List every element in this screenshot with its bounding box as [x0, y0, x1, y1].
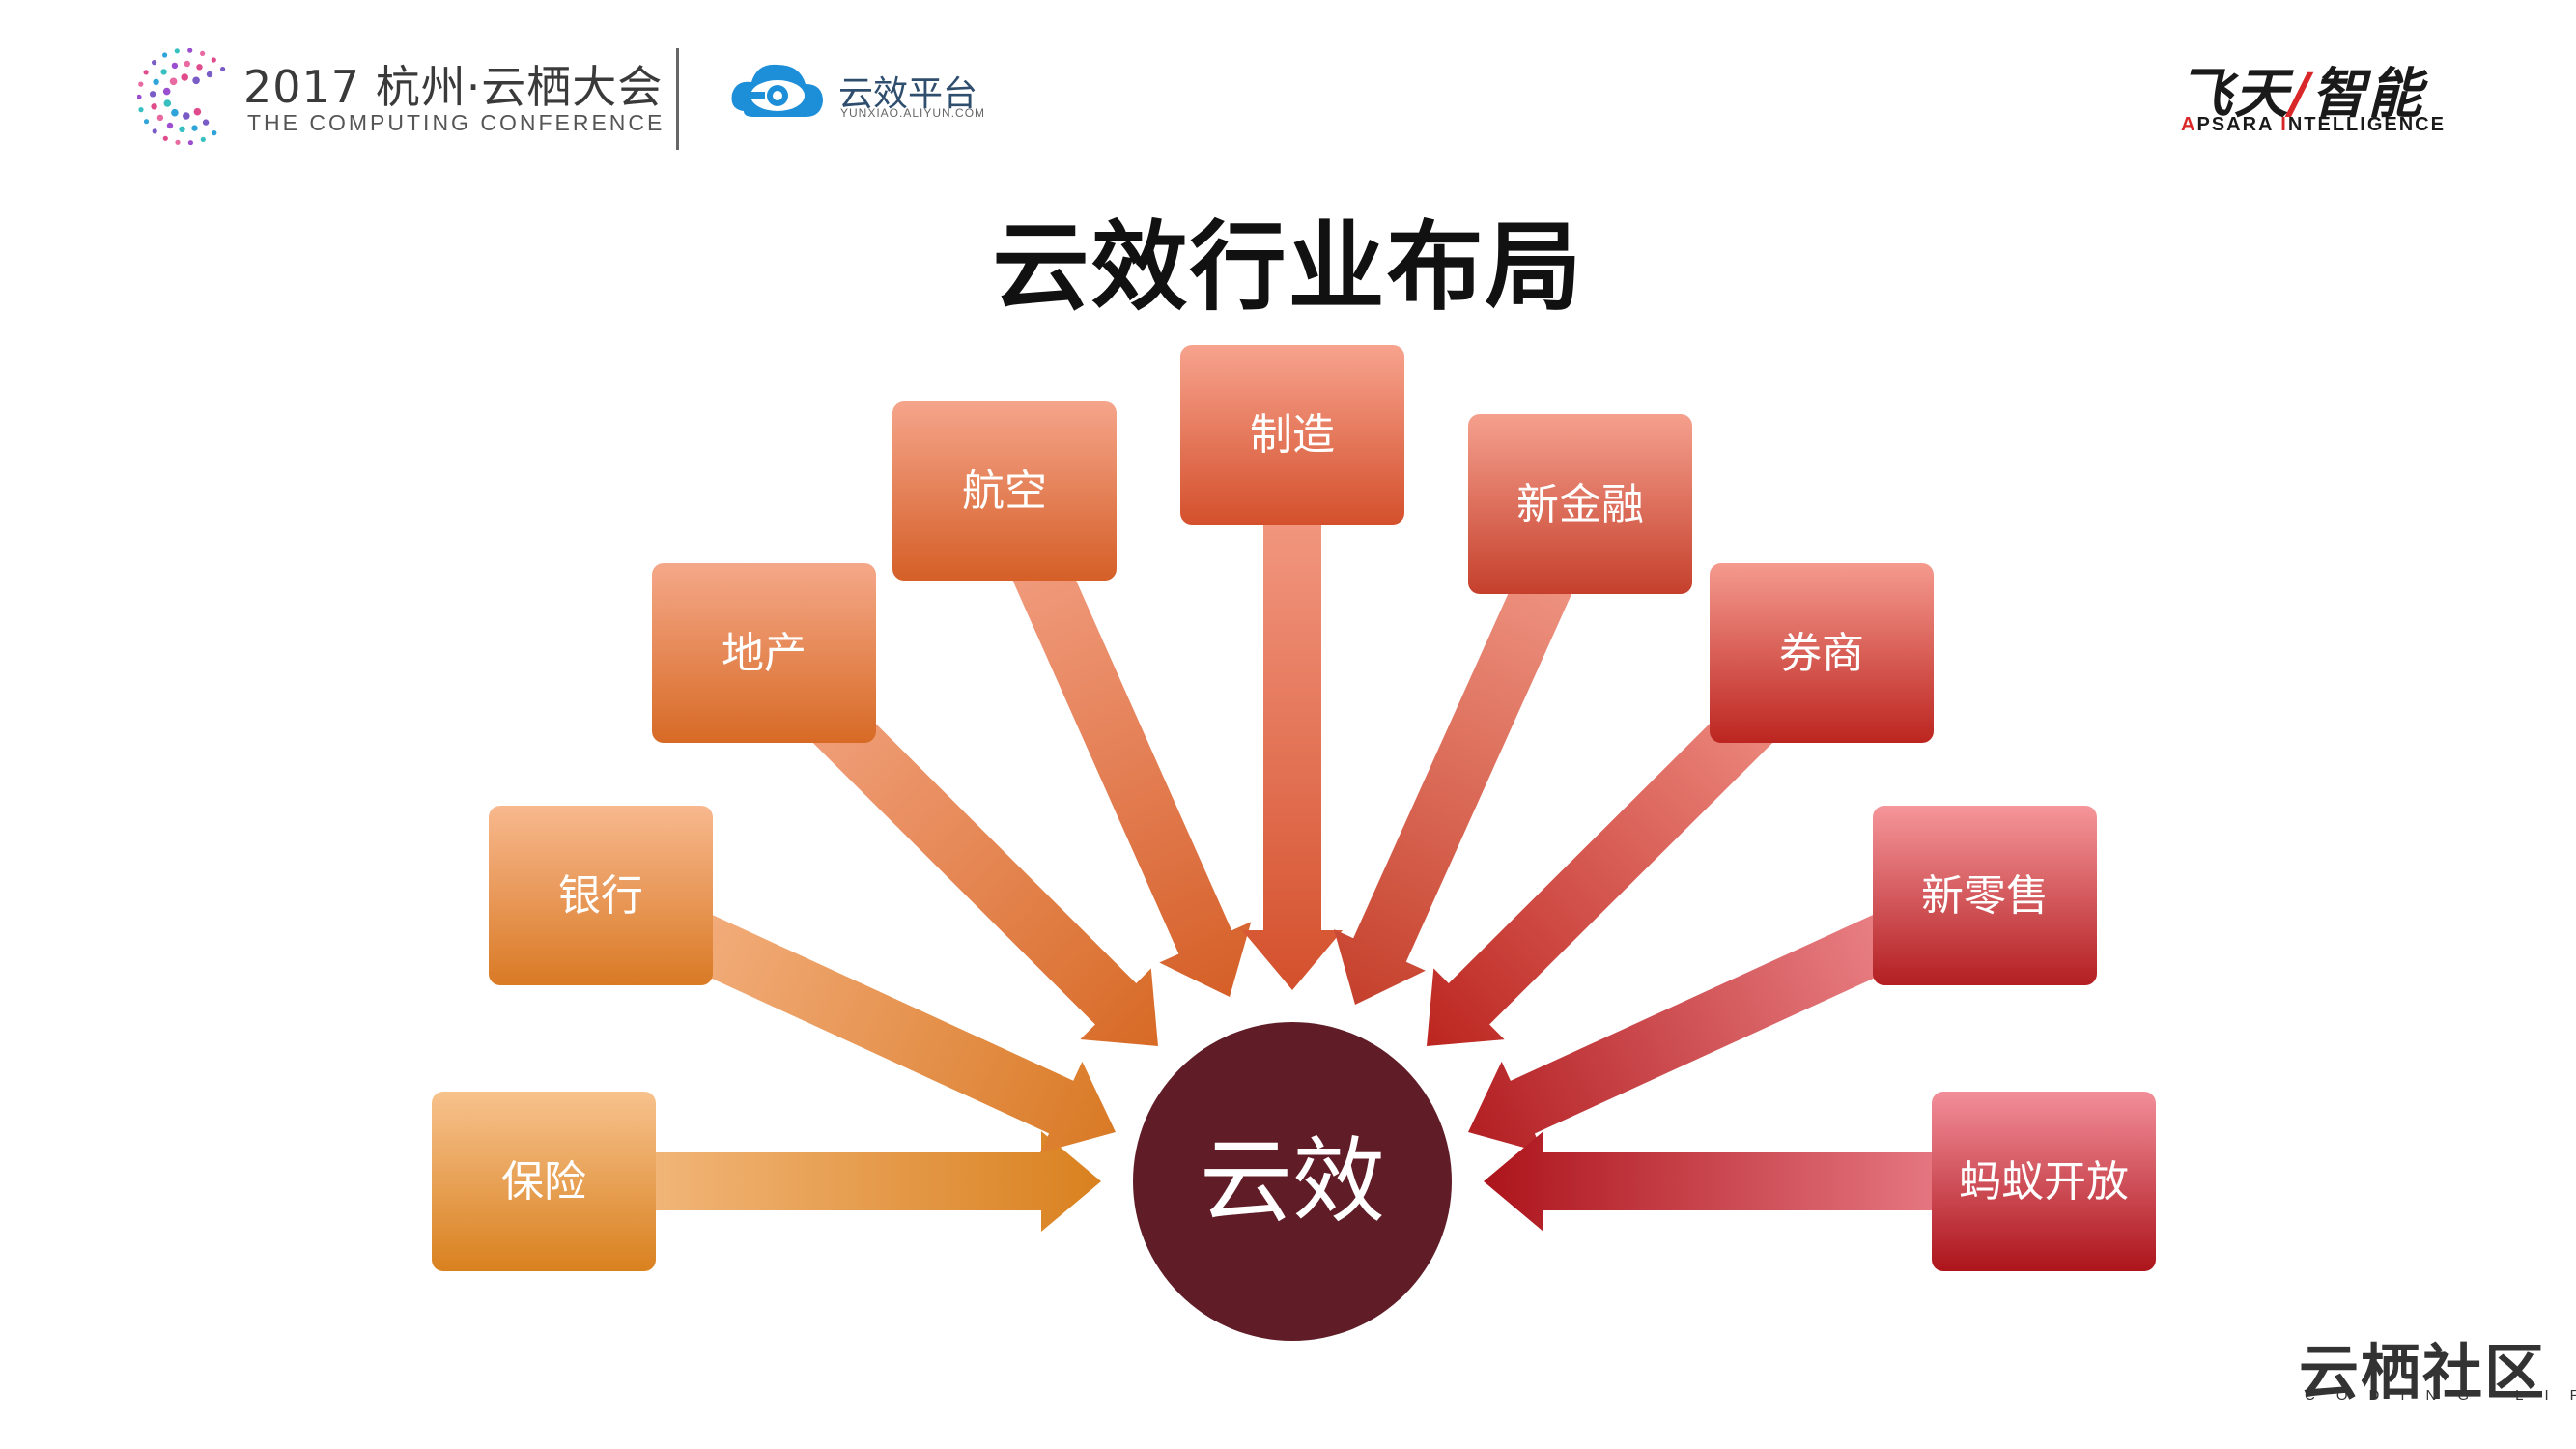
industry-label: 地产: [722, 629, 807, 678]
industry-box-bg: [892, 401, 1117, 581]
industry-box-3: 地产: [652, 563, 876, 743]
arrow-9: [1484, 1131, 2044, 1232]
industry-box-bg: [1710, 563, 1934, 743]
arrow-5: [1242, 435, 1343, 990]
industry-box-8: 新零售: [1873, 806, 2097, 985]
apsara-logo-title: 飞天/智能: [2178, 50, 2423, 128]
header-divider: [676, 48, 679, 150]
industry-box-2: 银行: [489, 806, 713, 985]
apsara-sub-i: I: [2280, 114, 2288, 135]
apsara-sub-psara: PSARA: [2196, 114, 2281, 135]
hub-circle: [1133, 1022, 1452, 1341]
industry-label: 蚂蚁开放: [1959, 1157, 2129, 1207]
apsara-title-part-2: 智能: [2311, 63, 2424, 126]
industry-box-7: 券商: [1710, 563, 1934, 743]
conference-subtitle: THE COMPUTING CONFERENCE: [247, 110, 665, 135]
arrow-1: [544, 1131, 1101, 1232]
apsara-slash: /: [2290, 63, 2312, 126]
industry-box-bg: [1180, 345, 1404, 525]
yunxiao-cloud-logo-icon: [731, 64, 823, 117]
apsara-sub-a: A: [2181, 114, 2197, 135]
industry-label: 航空: [962, 467, 1047, 516]
apsara-logo-subtitle: APSARA INTELLIGENCE: [2181, 114, 2446, 136]
arrow-4: [977, 478, 1252, 997]
conference-logo-icon: [137, 48, 226, 145]
industry-label: 新金融: [1516, 480, 1644, 529]
apsara-sub-ntelligence: NTELLIGENCE: [2287, 114, 2446, 135]
hub-label: 云效: [1200, 1127, 1385, 1236]
platform-url: YUNXIAO.ALIYUN.COM: [840, 106, 986, 120]
industry-box-1: 保险: [432, 1092, 656, 1271]
arrow-6: [1334, 492, 1607, 1005]
conference-title: 2017 杭州·云栖大会: [243, 61, 664, 113]
industry-box-bg: [652, 563, 876, 743]
industry-label: 新零售: [1921, 871, 2049, 921]
industry-box-4: 航空: [892, 401, 1117, 581]
apsara-title-part-1: 飞天: [2178, 63, 2290, 126]
industry-box-bg: [1468, 414, 1692, 594]
footer-logo-title: 云栖社区: [2299, 1337, 2547, 1407]
industry-box-9: 蚂蚁开放: [1932, 1092, 2156, 1271]
industry-box-bg: [1873, 806, 2097, 985]
platform-name: 云效平台: [838, 74, 978, 114]
industry-box-bg: [489, 806, 713, 985]
industry-label: 券商: [1779, 629, 1864, 678]
arrow-8: [1468, 868, 1997, 1153]
industry-label: 制造: [1250, 411, 1335, 460]
industry-box-5: 制造: [1180, 345, 1404, 525]
arrow-2: [588, 868, 1116, 1153]
industry-box-6: 新金融: [1468, 414, 1692, 594]
page-title: 云效行业布局: [992, 211, 1584, 324]
industry-label: 银行: [558, 871, 643, 921]
industry-box-bg: [1932, 1092, 2156, 1271]
industry-label: 保险: [501, 1157, 586, 1207]
footer-logo-subtitle: CODING LIFE: [2305, 1387, 2576, 1404]
industry-box-bg: [432, 1092, 656, 1271]
